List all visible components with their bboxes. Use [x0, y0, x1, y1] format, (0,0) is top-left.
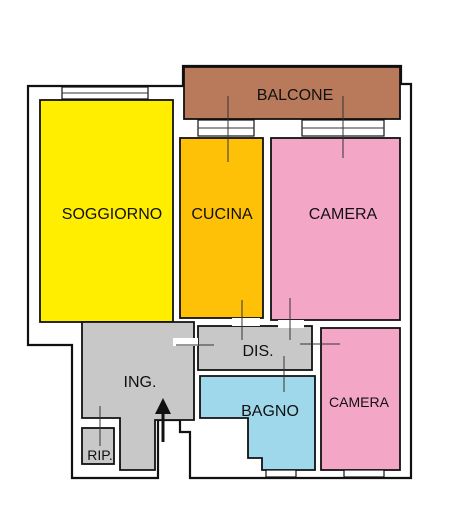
- room-camera-large: [270, 137, 401, 321]
- label-balcone: BALCONE: [257, 87, 333, 104]
- label-camera-large: CAMERA: [309, 206, 378, 223]
- doorway-cucina: [232, 318, 260, 326]
- label-soggiorno: SOGGIORNO: [62, 206, 162, 223]
- doorway-camera-large: [278, 320, 304, 328]
- room-cucina: [179, 137, 264, 319]
- label-disimpegno: DIS.: [242, 343, 273, 360]
- label-ripostiglio: RIP.: [87, 447, 112, 463]
- entrance-arrow-icon: [155, 398, 171, 442]
- label-cucina: CUCINA: [191, 206, 253, 223]
- room-ingresso: [81, 321, 195, 471]
- window-bagno: [265, 469, 297, 478]
- room-camera-small: [320, 327, 401, 471]
- room-bagno: [199, 375, 316, 471]
- label-camera-small: CAMERA: [329, 394, 390, 410]
- window-soggiorno: [61, 86, 149, 100]
- window-cucina: [197, 119, 255, 137]
- door-marks: [99, 96, 344, 446]
- label-bagno: BAGNO: [241, 403, 299, 420]
- window-camera-small: [343, 469, 385, 478]
- doorway-soggiorno: [173, 338, 198, 346]
- room-balcone: [183, 66, 401, 120]
- label-ingresso: ING.: [124, 374, 157, 391]
- room-ripostiglio: [81, 427, 115, 465]
- room-disimpegno: [197, 325, 313, 371]
